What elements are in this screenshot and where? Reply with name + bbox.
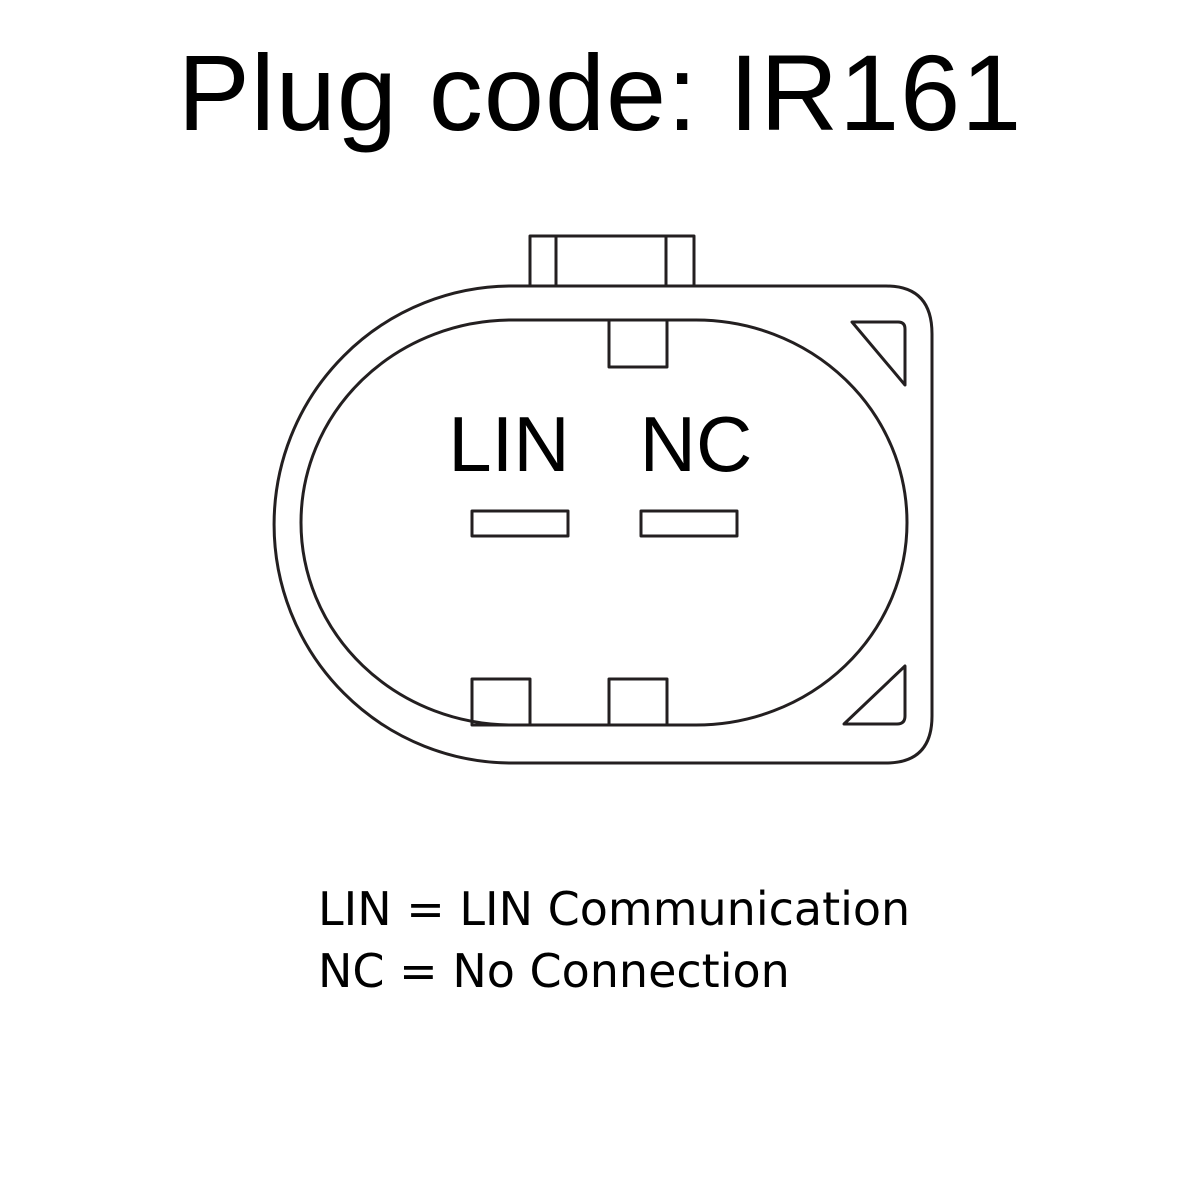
page-title: Plug code: IR161 <box>177 32 1023 153</box>
pin-label-lin: LIN <box>448 400 569 488</box>
legend-separator: = <box>399 944 438 998</box>
connector-cavity-inner <box>299 318 909 727</box>
pin-terminal-lin <box>470 509 570 538</box>
pin-terminal-nc <box>639 509 739 538</box>
legend-meaning: No Connection <box>452 944 790 998</box>
connector-bottom-key-right <box>607 677 669 727</box>
legend: LIN = LIN Communication NC = No Connecti… <box>318 878 910 1002</box>
connector-bottom-key-left <box>470 677 532 727</box>
connector-top-key <box>607 318 669 369</box>
legend-code: LIN <box>318 882 392 936</box>
legend-separator: = <box>406 882 445 936</box>
legend-row-nc: NC = No Connection <box>318 940 910 1002</box>
pin-label-nc: NC <box>640 400 753 488</box>
connector-corner-guide-bottom <box>842 664 907 726</box>
legend-meaning: LIN Communication <box>459 882 911 936</box>
connector-housing-outer <box>272 284 934 765</box>
legend-row-lin: LIN = LIN Communication <box>318 878 910 940</box>
connector-corner-guide-top <box>850 320 907 387</box>
legend-code: NC <box>318 944 385 998</box>
